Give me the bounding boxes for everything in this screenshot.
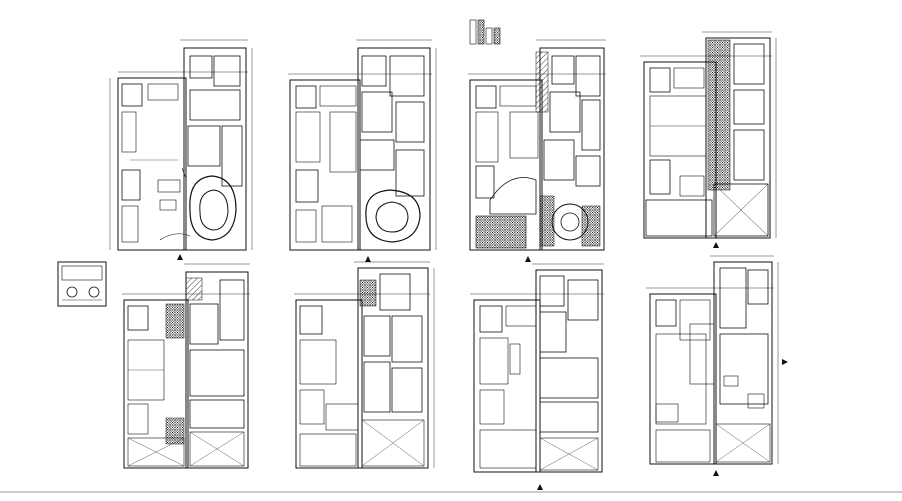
elevation-detail: [57, 261, 107, 307]
plan-bottom-4: [646, 255, 788, 476]
plan-top-4: [640, 31, 777, 248]
plan-bottom-1: [122, 263, 250, 469]
plan-bottom-3: [470, 263, 604, 490]
plan-bottom-2: [294, 261, 435, 469]
plan-top-1: [109, 39, 253, 260]
plan-top-2: [288, 39, 437, 262]
plan-top-3: [468, 19, 606, 262]
